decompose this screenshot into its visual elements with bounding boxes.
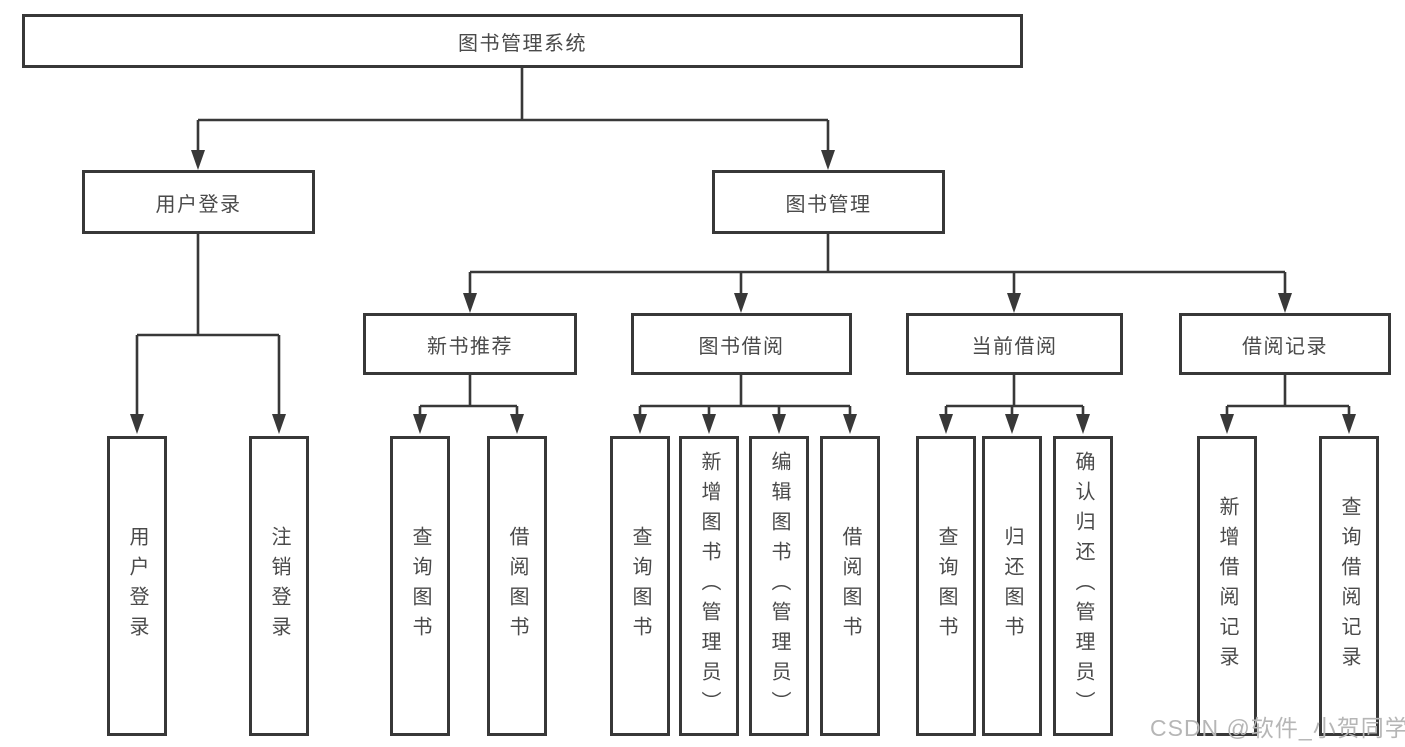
arrow-down-icon: [939, 414, 953, 434]
arrow-down-icon: [821, 150, 835, 170]
node-label: 归还图书: [1001, 526, 1023, 646]
leaf-query-books-recommend: 查询图书: [390, 436, 450, 736]
node-label: 借阅图书: [839, 526, 861, 646]
node-root-system: 图书管理系统: [22, 14, 1023, 68]
arrow-down-icon: [633, 414, 647, 434]
node-label: 图书管理: [785, 193, 872, 216]
node-current-borrow: 当前借阅: [906, 313, 1123, 375]
node-book-management-branch: 图书管理: [712, 170, 945, 234]
node-label: 查询图书: [935, 526, 957, 646]
node-label: 新书推荐: [427, 335, 513, 358]
node-label: 图书借阅: [698, 335, 785, 358]
leaf-query-books-borrow: 查询图书: [610, 436, 670, 736]
arrow-down-icon: [702, 414, 716, 434]
node-label: 当前借阅: [971, 335, 1058, 358]
arrow-down-icon: [510, 414, 524, 434]
node-book-borrow: 图书借阅: [631, 313, 852, 375]
arrow-down-icon: [1005, 414, 1019, 434]
node-label: 确认归还（管理员）: [1072, 451, 1094, 721]
leaf-borrow-books: 借阅图书: [820, 436, 880, 736]
leaf-confirm-return-admin: 确认归还（管理员）: [1053, 436, 1113, 736]
node-user-login-branch: 用户登录: [82, 170, 315, 234]
node-label: 查询借阅记录: [1338, 496, 1360, 676]
leaf-query-borrow-record: 查询借阅记录: [1319, 436, 1379, 736]
leaf-edit-book-admin: 编辑图书（管理员）: [749, 436, 809, 736]
arrow-down-icon: [1007, 293, 1021, 313]
arrow-down-icon: [734, 293, 748, 313]
leaf-user-login: 用户登录: [107, 436, 167, 736]
node-label: 用户登录: [126, 526, 148, 646]
node-label: 查询图书: [629, 526, 651, 646]
node-new-book-recommend: 新书推荐: [363, 313, 577, 375]
node-label: 用户登录: [155, 193, 242, 216]
node-label: 新增借阅记录: [1216, 496, 1238, 676]
leaf-query-books-current: 查询图书: [916, 436, 976, 736]
arrow-down-icon: [1220, 414, 1234, 434]
node-label: 注销登录: [268, 526, 290, 646]
arrow-down-icon: [272, 414, 286, 434]
arrow-down-icon: [772, 414, 786, 434]
node-borrow-records: 借阅记录: [1179, 313, 1391, 375]
leaf-borrow-books-recommend: 借阅图书: [487, 436, 547, 736]
arrow-down-icon: [1342, 414, 1356, 434]
arrow-down-icon: [191, 150, 205, 170]
node-label: 新增图书（管理员）: [698, 451, 720, 721]
arrow-down-icon: [413, 414, 427, 434]
leaf-logout: 注销登录: [249, 436, 309, 736]
arrow-down-icon: [1278, 293, 1292, 313]
arrow-down-icon: [1076, 414, 1090, 434]
node-label: 借阅图书: [506, 526, 528, 646]
node-label: 编辑图书（管理员）: [768, 451, 790, 721]
arrow-down-icon: [130, 414, 144, 434]
node-label: 借阅记录: [1242, 335, 1328, 358]
csdn-watermark: CSDN @软件_小贺同学: [1150, 715, 1405, 741]
arrow-down-icon: [843, 414, 857, 434]
arrow-down-icon: [463, 293, 477, 313]
leaf-return-book: 归还图书: [982, 436, 1042, 736]
leaf-add-book-admin: 新增图书（管理员）: [679, 436, 739, 736]
node-label: 查询图书: [409, 526, 431, 646]
tree-connector-path: [135, 68, 1351, 430]
leaf-add-borrow-record: 新增借阅记录: [1197, 436, 1257, 736]
node-label: 图书管理系统: [458, 32, 587, 55]
